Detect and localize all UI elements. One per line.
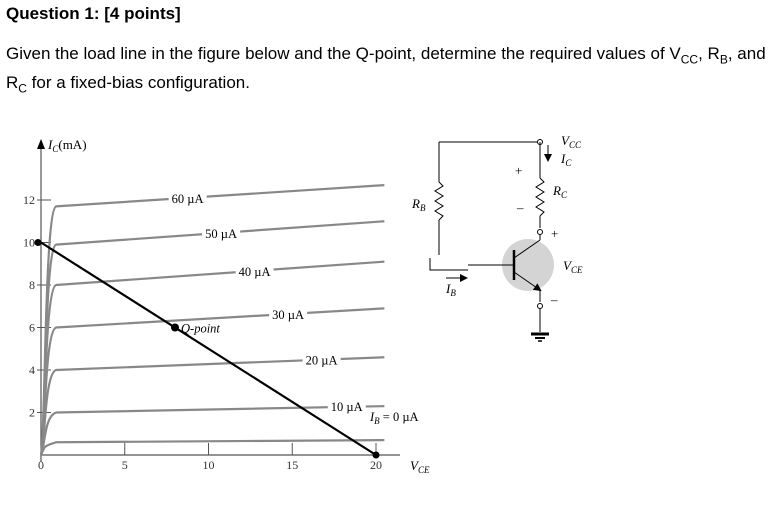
vce-label: VCE bbox=[563, 258, 583, 275]
y-tick-label: 12 bbox=[23, 193, 35, 207]
y-tick-label: 2 bbox=[29, 406, 35, 420]
rb-label: RB bbox=[411, 196, 426, 213]
curve-label: 20 µA bbox=[306, 353, 338, 367]
q-point-label: Q-point bbox=[181, 322, 220, 336]
curve-label-bg bbox=[168, 191, 207, 206]
curve-label: 60 µA bbox=[172, 192, 204, 206]
emitter-terminal bbox=[537, 303, 543, 309]
curve-label-bg bbox=[327, 400, 366, 415]
curve-label: 50 µA bbox=[205, 227, 237, 241]
vce-plus: + bbox=[551, 226, 558, 241]
y-tick-label: 6 bbox=[29, 321, 35, 335]
collector-lead bbox=[513, 239, 541, 259]
y-tick-label: 10 bbox=[23, 236, 35, 250]
xlabel: VCE bbox=[410, 458, 430, 475]
rc-minus: – bbox=[516, 200, 524, 215]
fixed-bias-circuit bbox=[429, 139, 554, 342]
vce-minus: – bbox=[550, 292, 558, 307]
emitter-lead bbox=[513, 271, 542, 292]
base-wire bbox=[429, 258, 468, 271]
ylabel: IC(mA) bbox=[47, 137, 87, 154]
circuit-labels: VCC IC RC RB IB VCE + – + – bbox=[411, 133, 583, 307]
q-point-marker bbox=[171, 323, 179, 332]
vcc-label: VCC bbox=[561, 133, 582, 150]
characteristic-chart: 0 5 10 15 20 2 4 6 8 10 12 60 µA 50 µA 40 µA 30 µA 20 … bbox=[23, 137, 430, 475]
ib-curve bbox=[39, 220, 385, 456]
x-tick-label: 0 bbox=[38, 458, 44, 472]
x-tick-label: 10 bbox=[203, 458, 215, 472]
ib-curve bbox=[39, 439, 385, 456]
curve-label-bg bbox=[302, 353, 341, 368]
ic-label: IC bbox=[560, 151, 572, 168]
load-line-endpoint bbox=[372, 451, 380, 459]
load-line-endpoint bbox=[34, 239, 42, 246]
ib0-label: IB = 0 µA bbox=[369, 410, 419, 426]
rc-plus: + bbox=[515, 163, 522, 178]
y-tick-label: 8 bbox=[29, 278, 35, 292]
y-axis-arrow bbox=[37, 139, 45, 149]
ib-label: IB bbox=[445, 281, 456, 298]
question-text: Given the load line in the figure below … bbox=[6, 44, 766, 96]
curve-label-bg bbox=[235, 265, 274, 280]
curve-label: 30 µA bbox=[272, 308, 304, 322]
x-tick-label: 5 bbox=[122, 458, 128, 472]
curve-label: 40 µA bbox=[239, 265, 271, 279]
rc-label: RC bbox=[552, 183, 568, 200]
curve-label-bg bbox=[202, 227, 241, 242]
collector-terminal bbox=[537, 229, 543, 235]
load-line bbox=[40, 241, 377, 456]
x-tick-label: 20 bbox=[370, 458, 382, 472]
rb-resistor bbox=[434, 181, 444, 221]
curve-label: 10 µA bbox=[331, 400, 363, 414]
x-tick-label: 15 bbox=[286, 458, 298, 472]
curve-label-bg bbox=[269, 307, 308, 322]
y-tick-label: 4 bbox=[29, 363, 35, 377]
question-title: Question 1: [4 points] bbox=[6, 4, 181, 23]
rc-resistor bbox=[535, 177, 545, 217]
